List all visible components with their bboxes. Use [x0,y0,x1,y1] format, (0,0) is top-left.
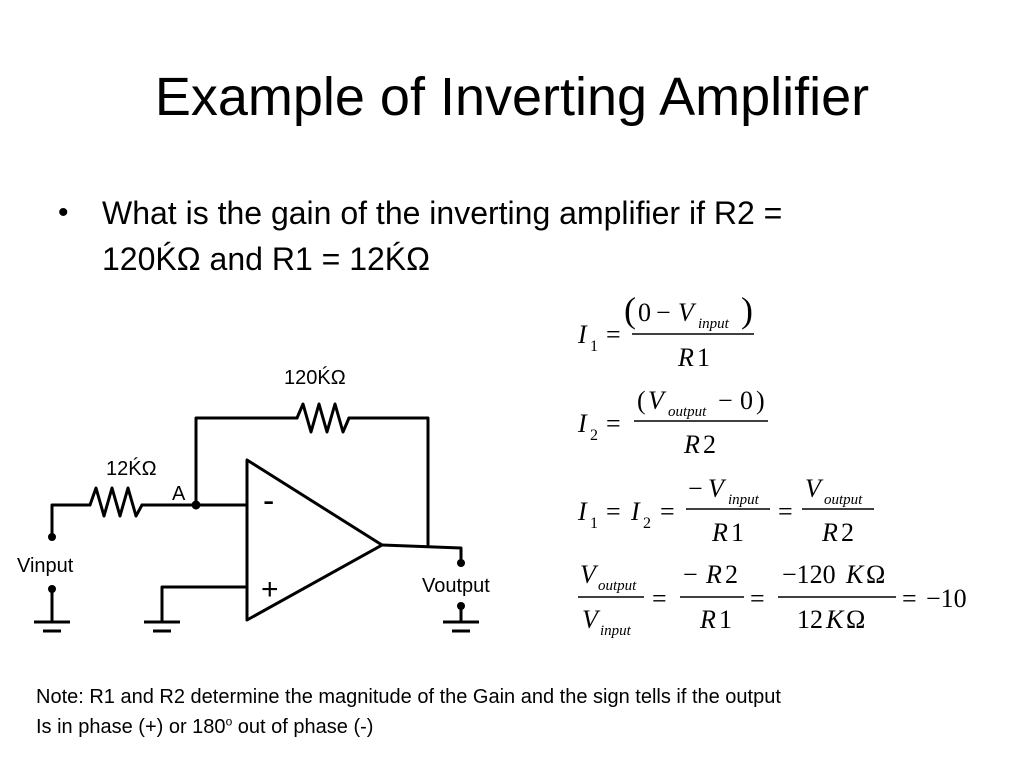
svg-text:): ) [756,386,765,415]
r1-resistor [88,486,144,518]
svg-text:−10: −10 [926,584,967,613]
voutput-bottom-terminal [457,602,465,610]
vinput-bottom-terminal [48,585,56,593]
svg-text:V: V [708,474,727,503]
note-line-1: Note: R1 and R2 determine the magnitude … [36,686,781,708]
svg-text:−: − [683,560,698,589]
svg-text:R: R [699,605,716,634]
vinput-label: Vinput [17,555,74,577]
svg-text:V: V [805,474,824,503]
svg-text:1: 1 [590,515,598,532]
svg-text:K: K [825,605,845,634]
svg-text:R: R [821,518,838,547]
bullet-marker: • [58,196,69,229]
svg-text:=: = [660,497,675,526]
svg-text:(: ( [637,386,646,415]
svg-text:): ) [741,290,753,330]
r2-label: 120ḰΩ [284,366,346,389]
svg-text:=: = [750,584,765,613]
svg-text:1: 1 [697,343,710,372]
r2-resistor [295,402,351,434]
svg-text:=: = [606,320,621,349]
svg-text:Ω: Ω [846,605,865,634]
phase-note: Note: R1 and R2 determine the magnitude … [36,682,1016,742]
voutput-label: Voutput [422,575,490,597]
svg-text:=: = [606,497,621,526]
output-wire [380,543,463,564]
equation-currents-equal: I 1 = I 2 = − V input R 1 = V output R 2 [577,474,874,547]
svg-text:I: I [577,409,588,438]
svg-text:−120: −120 [782,560,836,589]
r1-label: 12ḰΩ [106,457,157,480]
svg-text:R: R [677,343,694,372]
input-wire [50,503,92,537]
noninverting-ground-wire [160,585,249,624]
svg-text:2: 2 [841,518,854,547]
svg-text:V: V [648,386,667,415]
vinput-top-terminal [48,533,56,541]
equation-i2: I 2 = ( V output − 0 ) R 2 [577,386,768,459]
svg-text:−: − [656,298,671,327]
svg-text:R: R [683,430,700,459]
svg-text:2: 2 [643,515,651,532]
svg-text:=: = [902,584,917,613]
svg-text:R: R [705,560,722,589]
feedback-wire-left [194,416,299,505]
voutput-top-terminal [457,559,465,567]
svg-text:V: V [582,605,601,634]
svg-text:I: I [577,497,588,526]
svg-text:2: 2 [590,427,598,444]
equation-gain: V output V input = − R 2 R 1 = −120 K Ω … [578,560,967,639]
svg-text:R: R [711,518,728,547]
svg-text:2: 2 [725,560,738,589]
feedback-wire-right [347,416,430,547]
op-amp-triangle [245,458,384,622]
svg-text:V: V [678,298,697,327]
question-line-1: What is the gain of the inverting amplif… [102,195,783,231]
svg-text:input: input [698,316,730,332]
question-bullet: What is the gain of the inverting amplif… [102,190,972,282]
svg-text:−: − [688,474,703,503]
inverting-input-sign: - [263,482,274,520]
svg-text:K: K [845,560,865,589]
svg-text:output: output [824,492,863,508]
node-a-dot [191,500,201,510]
equation-i1: I 1 = ( 0 − V input ) R 1 [577,290,754,372]
svg-text:−: − [718,386,733,415]
svg-text:1: 1 [731,518,744,547]
note-line-2: Is in phase (+) or 180o out of phase (-) [36,714,374,738]
svg-text:Ω: Ω [866,560,885,589]
svg-text:1: 1 [590,338,598,355]
svg-text:2: 2 [703,430,716,459]
svg-text:12: 12 [797,605,823,634]
question-line-2: 120ḰΩ and R1 = 12ḰΩ [102,241,431,277]
svg-text:=: = [606,409,621,438]
svg-text:I: I [630,497,641,526]
svg-text:1: 1 [719,605,732,634]
slide-title: Example of Inverting Amplifier [154,67,870,127]
svg-text:output: output [668,404,707,420]
svg-text:=: = [778,497,793,526]
svg-text:output: output [598,578,637,594]
svg-text:input: input [728,492,760,508]
degree-superscript: o [225,714,233,729]
svg-text:input: input [600,623,632,639]
noninverting-input-sign: + [261,573,279,606]
svg-text:I: I [577,320,588,349]
svg-text:(: ( [624,290,636,330]
svg-text:=: = [652,584,667,613]
svg-text:0: 0 [638,298,651,327]
svg-text:V: V [580,560,599,589]
node-a-label: A [172,483,186,505]
svg-text:0: 0 [740,386,753,415]
